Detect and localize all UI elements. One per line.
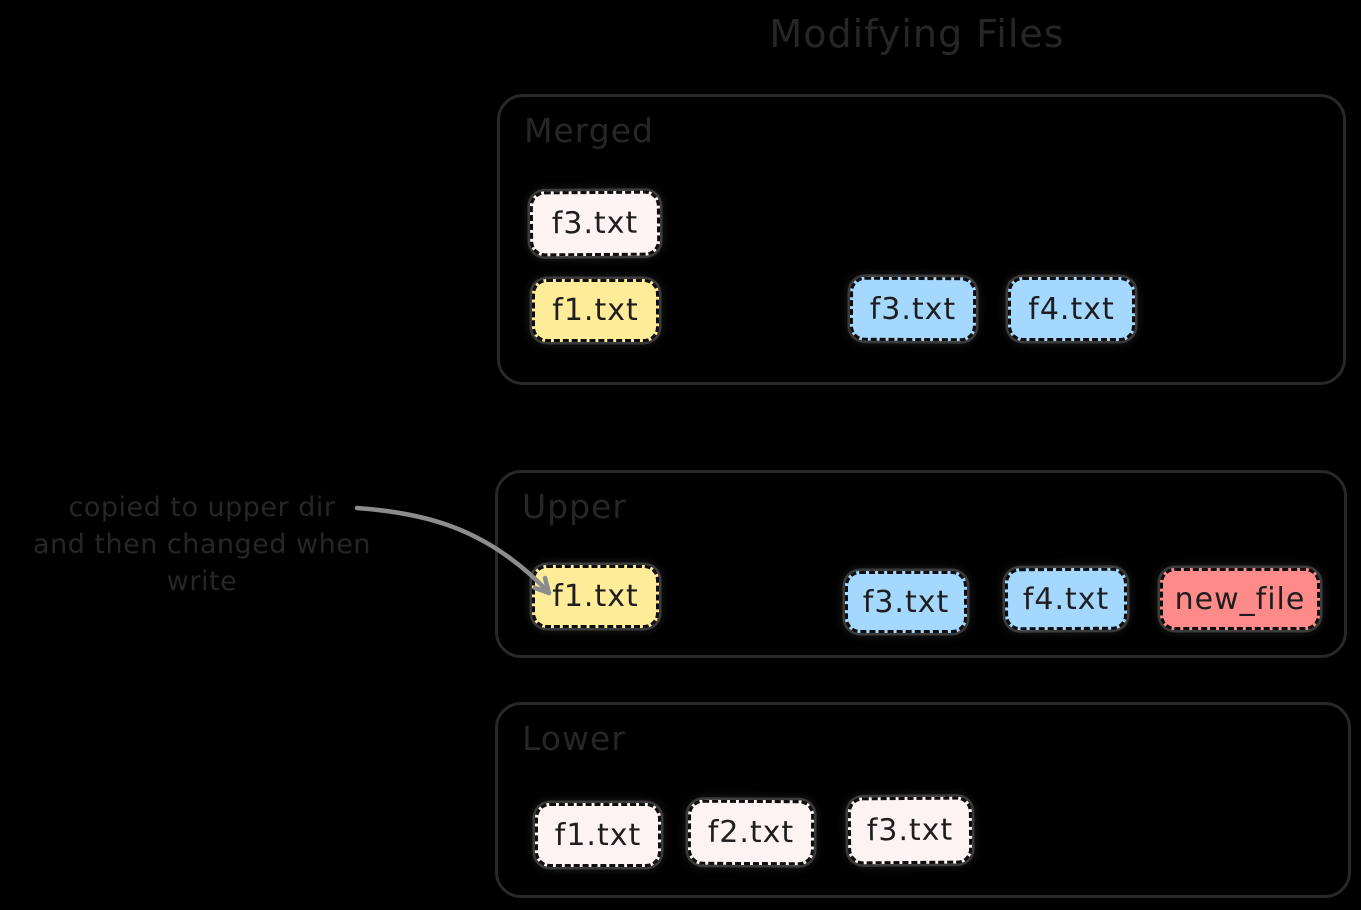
- file-box-merged-f4: f4.txt: [1008, 277, 1135, 341]
- file-label: f4.txt: [1022, 581, 1110, 617]
- file-label: f3.txt: [551, 205, 639, 242]
- file-box-lower-f1: f1.txt: [535, 803, 661, 867]
- file-box-lower-f3: f3.txt: [847, 796, 973, 865]
- file-label: f1.txt: [552, 579, 639, 614]
- copy-up-annotation: copied to upper dir and then changed whe…: [6, 489, 398, 600]
- file-box-upper-new-file: new_file: [1160, 568, 1320, 630]
- annotation-line-1: copied to upper dir: [68, 492, 336, 523]
- file-label: f3.txt: [866, 812, 954, 849]
- file-label: f1.txt: [552, 293, 639, 328]
- file-label: f2.txt: [707, 814, 795, 851]
- file-box-merged-f1: f1.txt: [532, 279, 659, 342]
- file-label: new_file: [1174, 581, 1306, 617]
- merged-container: Merged: [497, 94, 1346, 385]
- file-box-merged-f3: f3.txt: [849, 276, 977, 342]
- lower-container: Lower: [495, 702, 1351, 898]
- file-box-upper-f4: f4.txt: [1004, 567, 1128, 631]
- upper-label: Upper: [522, 487, 627, 526]
- file-label: f3.txt: [862, 584, 950, 620]
- file-label: f1.txt: [554, 817, 642, 853]
- file-label: f4.txt: [1028, 291, 1115, 327]
- file-box-upper-f1: f1.txt: [532, 565, 659, 628]
- lower-label: Lower: [522, 719, 626, 758]
- file-label: f3.txt: [869, 291, 957, 327]
- page-title: Modifying Files: [769, 12, 1065, 56]
- merged-label: Merged: [524, 111, 654, 150]
- file-box-merged-f3-top: f3.txt: [529, 190, 661, 257]
- file-box-upper-f3: f3.txt: [845, 571, 967, 633]
- file-box-lower-f2: f2.txt: [687, 799, 815, 866]
- annotation-line-2: and then changed when write: [33, 529, 371, 597]
